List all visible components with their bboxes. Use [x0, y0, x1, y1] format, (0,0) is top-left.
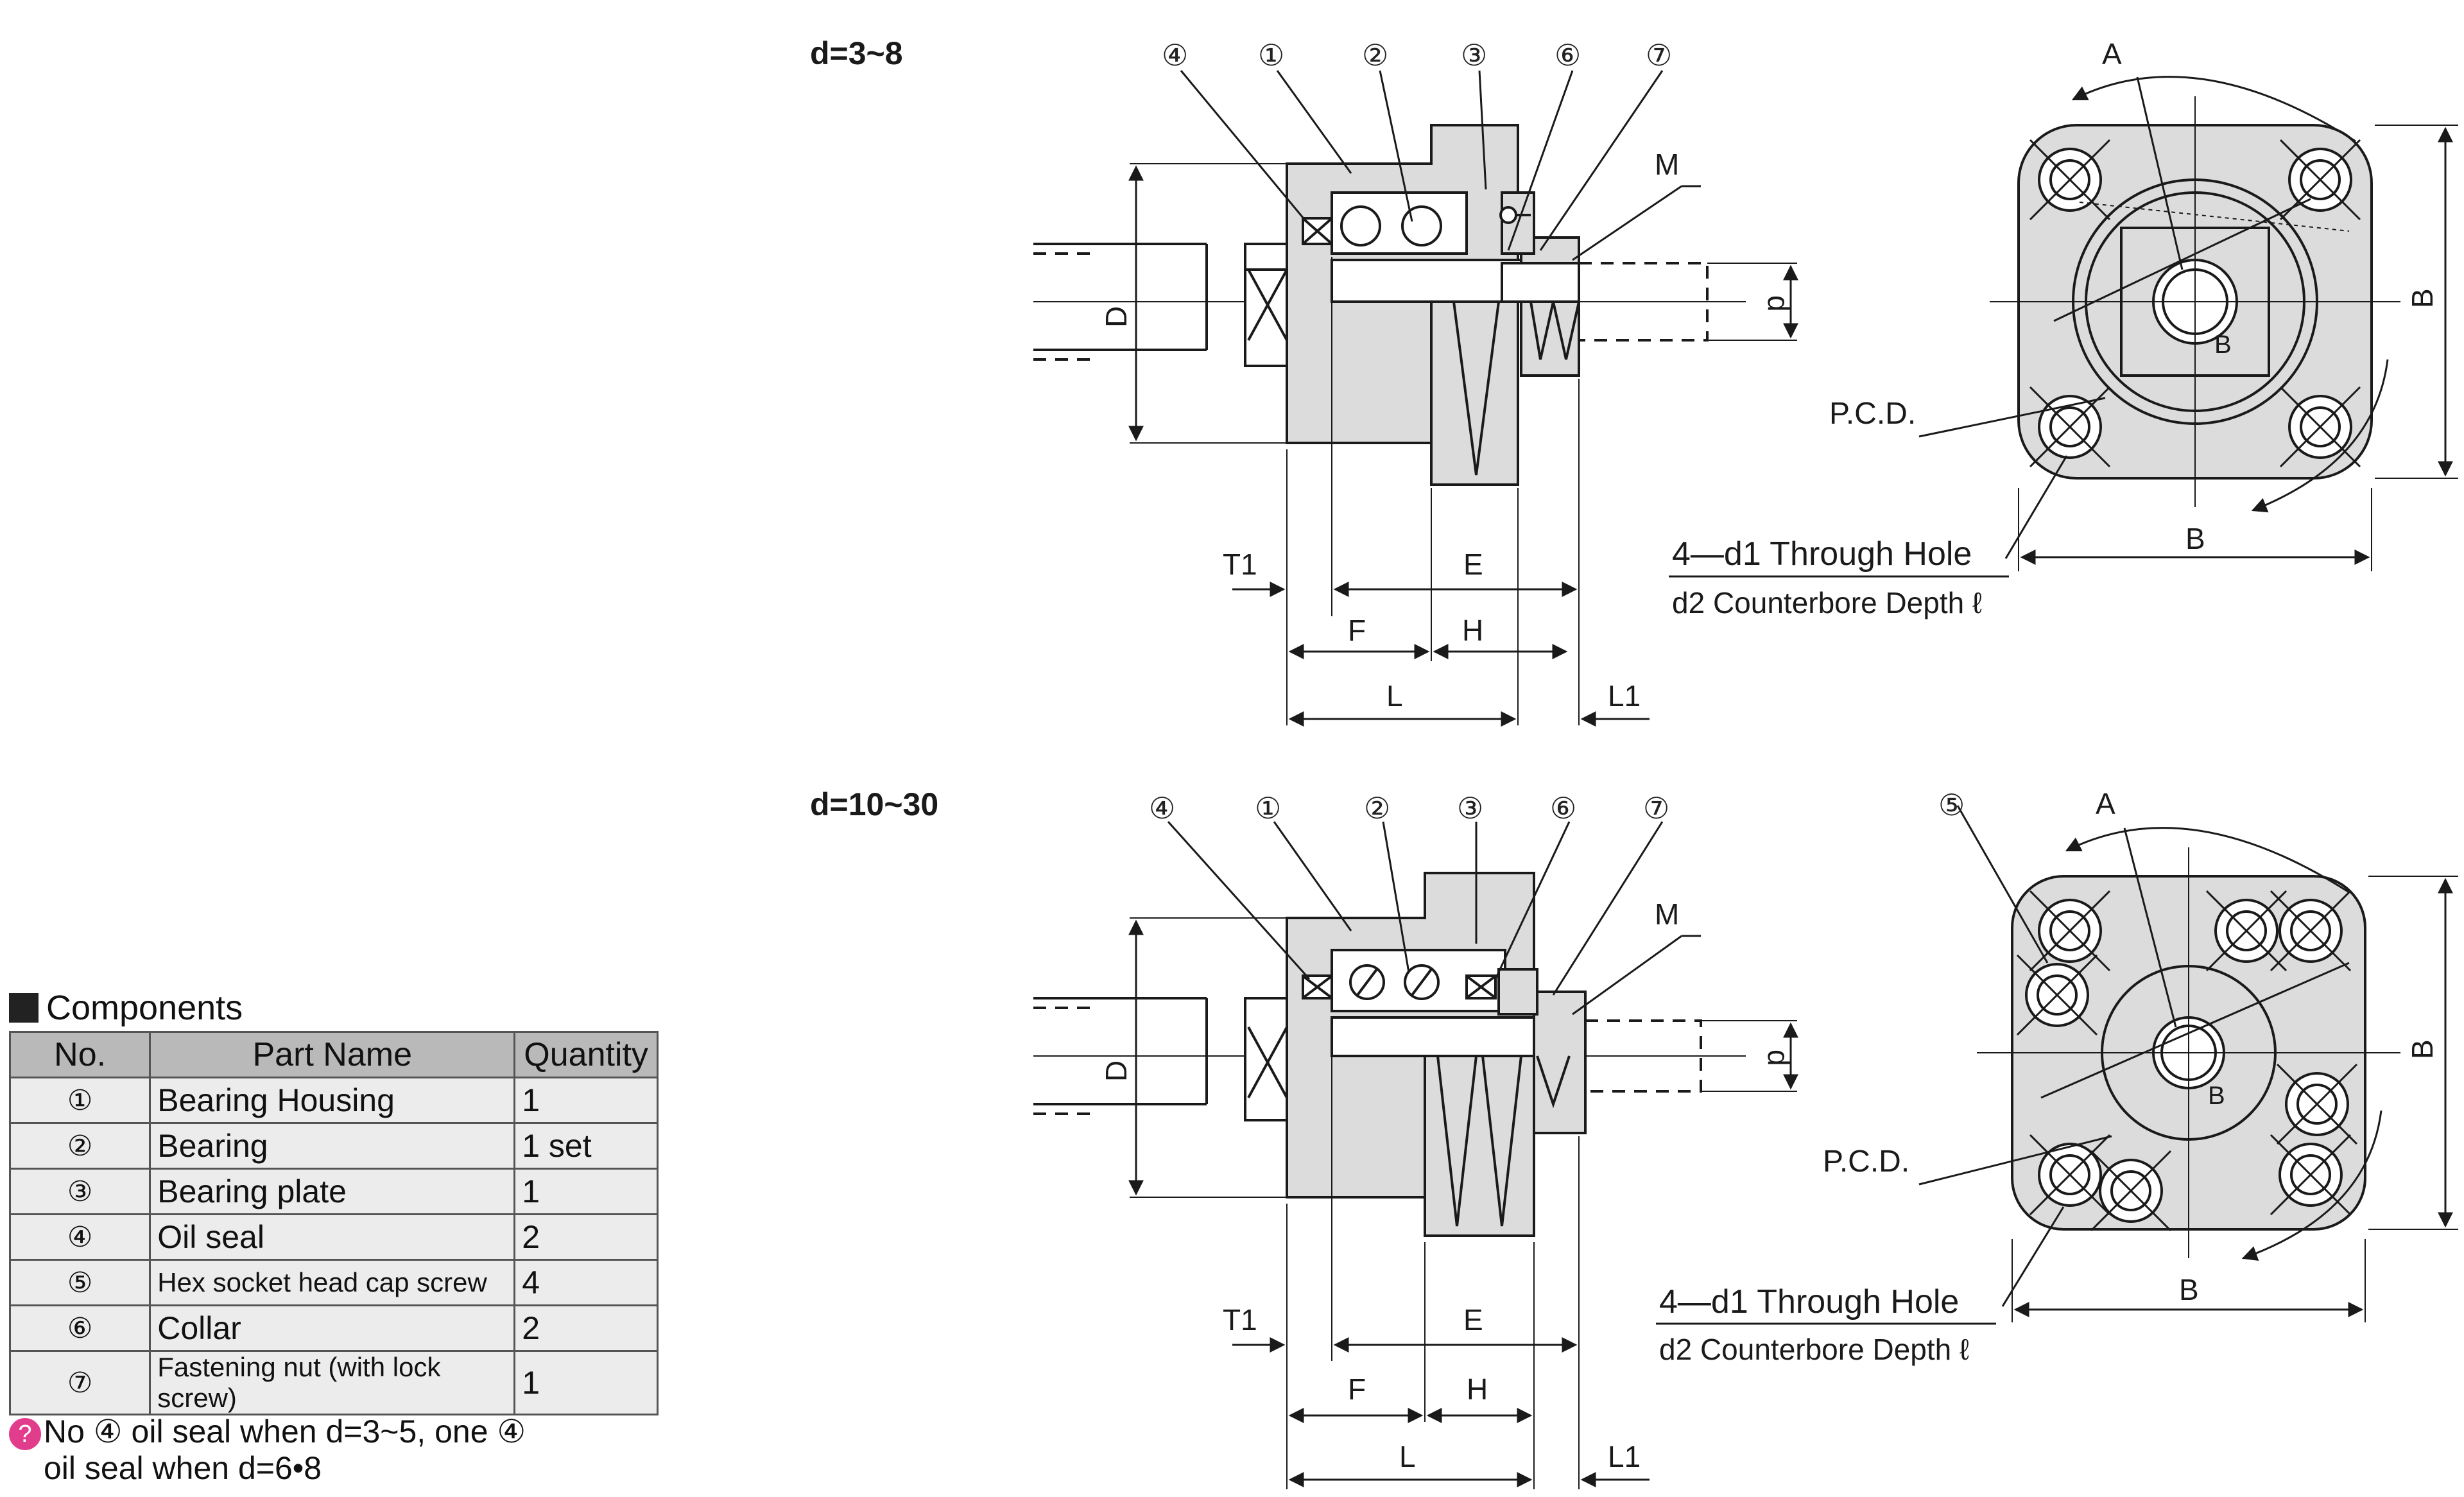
table-row: ⑤ Hex socket head cap screw 4	[8, 1259, 659, 1306]
row-part-name: Hex socket head cap screw	[149, 1259, 516, 1306]
bottom-side-view: d=10~30	[810, 786, 1798, 1489]
row-part-name: Collar	[149, 1304, 516, 1352]
components-header-row: No. Part Name Quantity	[8, 1031, 659, 1078]
row-quantity: 1	[513, 1350, 659, 1415]
header-part-name: Part Name	[149, 1031, 516, 1078]
row-quantity: 1	[513, 1077, 659, 1124]
top-hole-label: 4—d1 Through Hole	[1672, 535, 1972, 573]
note-line-2: oil seal when d=6•8	[44, 1449, 322, 1486]
top-dim-T1: T1	[1223, 548, 1257, 581]
bottom-dim-B-bottom: B	[2179, 1273, 2199, 1306]
top-counterbore-label: d2 Counterbore Depth ℓ	[1672, 586, 1982, 619]
bottom-front-view	[1918, 805, 2458, 1322]
row-part-name: Fastening nut (with lock screw)	[149, 1350, 516, 1415]
row-part-name: Bearing	[149, 1122, 516, 1170]
table-row: ⑦ Fastening nut (with lock screw) 1	[8, 1350, 659, 1415]
row-part-name: Oil seal	[149, 1213, 516, 1261]
components-title-text: Components	[46, 989, 243, 1027]
row-no: ③	[8, 1168, 151, 1215]
table-row: ② Bearing 1 set	[8, 1122, 659, 1170]
bottom-callout-1: ①	[1255, 792, 1281, 825]
bottom-dim-L1: L1	[1608, 1440, 1641, 1473]
bottom-dim-E: E	[1463, 1303, 1483, 1337]
bottom-callout-3: ③	[1457, 792, 1483, 825]
row-quantity: 4	[513, 1259, 659, 1306]
row-quantity: 2	[513, 1304, 659, 1352]
top-callout-7: ⑦	[1646, 39, 1672, 72]
bottom-dim-L: L	[1399, 1440, 1416, 1473]
square-bullet-icon	[9, 993, 39, 1023]
top-dim-B-bottom: B	[2185, 522, 2205, 555]
bottom-callout-7: ⑦	[1643, 792, 1669, 825]
bottom-dim-H: H	[1467, 1372, 1488, 1406]
top-callout-6: ⑥	[1555, 39, 1581, 72]
top-pcd-label: P.C.D.	[1829, 397, 1916, 431]
header-no: No.	[8, 1031, 151, 1078]
components-title: Components	[9, 987, 664, 1028]
note-line-1: No ④ oil seal when d=3~5, one ④	[44, 1414, 526, 1449]
top-dim-L: L	[1386, 679, 1403, 713]
top-dim-B-side: B	[2406, 288, 2439, 308]
top-callout-1: ①	[1258, 39, 1284, 72]
bottom-dim-D: D	[1099, 1060, 1133, 1082]
top-callout-4: ④	[1162, 39, 1188, 72]
bottom-dim-T1: T1	[1223, 1303, 1257, 1337]
row-no: ⑦	[8, 1350, 151, 1415]
top-callout-2: ②	[1362, 39, 1388, 72]
table-row: ④ Oil seal 2	[8, 1213, 659, 1261]
table-row: ⑥ Collar 2	[8, 1304, 659, 1352]
top-callouts: ④ ① ② ③ ⑥ ⑦ M D d T1 E F H L L1	[1099, 39, 1795, 713]
row-no: ⑤	[8, 1259, 151, 1306]
bottom-dim-B-diag: B	[2208, 1082, 2225, 1110]
bottom-front-labels: ⑤ A P.C.D. 4—d1 Through Hole d2 Counterb…	[1656, 787, 2439, 1366]
row-quantity: 2	[513, 1213, 659, 1261]
bottom-callout-6: ⑥	[1550, 792, 1576, 825]
top-a-label: A	[2102, 37, 2122, 71]
components-note: ?No ④ oil seal when d=3~5, one ④ oil sea…	[9, 1414, 715, 1486]
top-m-label: M	[1655, 148, 1679, 181]
row-no: ④	[8, 1213, 151, 1261]
row-no: ②	[8, 1122, 151, 1170]
row-part-name: Bearing Housing	[149, 1077, 516, 1124]
tip-icon: ?	[9, 1417, 41, 1450]
bottom-a-label: A	[2096, 787, 2115, 820]
header-quantity: Quantity	[513, 1031, 659, 1078]
top-dim-L1: L1	[1608, 679, 1641, 713]
bottom-counterbore-label: d2 Counterbore Depth ℓ	[1659, 1333, 1969, 1366]
top-range-label: d=3~8	[810, 35, 903, 71]
bottom-callout-2: ②	[1364, 792, 1390, 825]
row-no: ⑥	[8, 1304, 151, 1352]
row-quantity: 1	[513, 1168, 659, 1215]
row-quantity: 1 set	[513, 1122, 659, 1170]
bottom-m-label: M	[1655, 897, 1679, 931]
top-dim-F: F	[1348, 614, 1366, 647]
top-callout-3: ③	[1461, 39, 1487, 72]
top-front-labels: A P.C.D. 4—d1 Through Hole d2 Counterbor…	[1669, 37, 2439, 619]
bottom-dim-B-side: B	[2406, 1039, 2439, 1059]
top-dim-D: D	[1099, 306, 1133, 327]
top-dim-E: E	[1463, 548, 1483, 581]
bottom-callout-5: ⑤	[1938, 788, 1965, 822]
components-panel: Components No. Part Name Quantity ① Bear…	[8, 987, 664, 1415]
components-table: No. Part Name Quantity ① Bearing Housing…	[8, 1031, 659, 1415]
top-dim-H: H	[1462, 614, 1483, 647]
bottom-range-label: d=10~30	[810, 786, 938, 822]
table-row: ③ Bearing plate 1	[8, 1168, 659, 1215]
row-part-name: Bearing plate	[149, 1168, 516, 1215]
bottom-callouts: ④ ① ② ③ ⑥ ⑦ M D d T1 E F H L L1	[1099, 792, 1795, 1473]
bottom-dim-d: d	[1762, 1050, 1795, 1066]
bottom-pcd-label: P.C.D.	[1823, 1145, 1909, 1179]
bottom-hole-label: 4—d1 Through Hole	[1659, 1283, 1959, 1320]
top-dim-d: d	[1762, 295, 1795, 312]
table-row: ① Bearing Housing 1	[8, 1077, 659, 1124]
top-dim-B-diag: B	[2214, 331, 2232, 359]
row-no: ①	[8, 1077, 151, 1124]
top-front-view	[1918, 76, 2458, 571]
bottom-dim-F: F	[1348, 1372, 1366, 1406]
top-side-view: d=3~8	[810, 35, 1798, 727]
bottom-callout-4: ④	[1149, 792, 1175, 825]
